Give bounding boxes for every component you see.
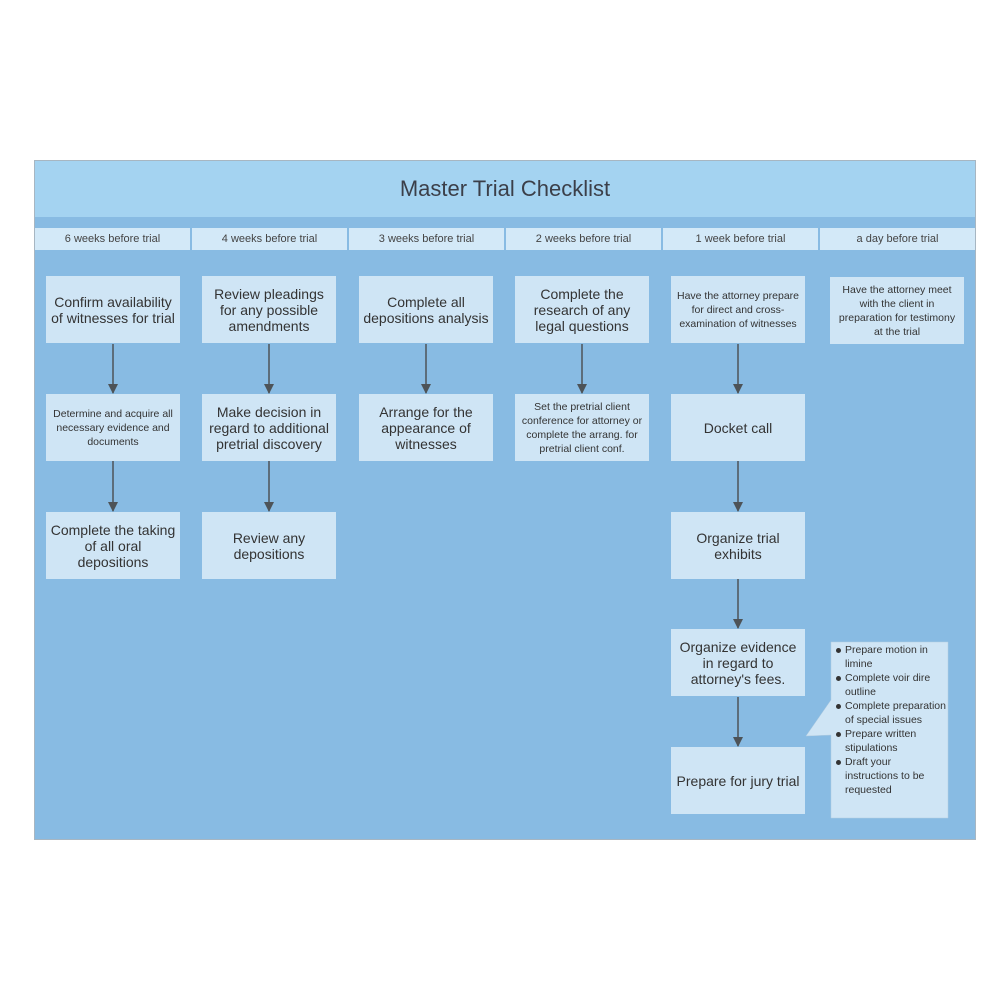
column-header-a-day: a day before trial: [820, 228, 975, 250]
task-client-meeting: Have the attorney meet with the client i…: [830, 277, 964, 344]
diagram-title: Master Trial Checklist: [399, 176, 611, 201]
task-pretrial-discovery: Make decision in regard to additional pr…: [202, 394, 336, 461]
task-organize-fee-evidence: Organize evidence in regard to attorney'…: [671, 629, 805, 696]
column-header-6-weeks: 6 weeks before trial: [35, 228, 190, 250]
task-organize-exhibits: Organize trial exhibits: [671, 512, 805, 579]
callout-item: Complete preparation of special issues: [833, 699, 946, 727]
column-header-2-weeks: 2 weeks before trial: [506, 228, 661, 250]
callout-list: Prepare motion in limine Complete voir d…: [833, 643, 946, 797]
callout-item: Prepare written stipulations: [833, 727, 946, 755]
task-review-pleadings: Review pleadings for any possible amendm…: [202, 276, 336, 343]
task-acquire-evidence: Determine and acquire all necessary evid…: [46, 394, 180, 461]
task-confirm-witnesses: Confirm availability of witnesses for tr…: [46, 276, 180, 343]
callout-item: Complete voir dire outline: [833, 671, 946, 699]
callout-item: Prepare motion in limine: [833, 643, 946, 671]
jury-trial-callout: Prepare motion in limine Complete voir d…: [831, 642, 948, 818]
title-bar: Master Trial Checklist: [35, 161, 975, 217]
task-docket-call: Docket call: [671, 394, 805, 461]
callout-item: Draft your instructions to be requested: [833, 755, 946, 797]
column-header-4-weeks: 4 weeks before trial: [192, 228, 347, 250]
column-header-1-week: 1 week before trial: [663, 228, 818, 250]
task-review-depositions: Review any depositions: [202, 512, 336, 579]
task-depositions-analysis: Complete all depositions analysis: [359, 276, 493, 343]
task-prepare-jury-trial: Prepare for jury trial: [671, 747, 805, 814]
task-legal-research: Complete the research of any legal quest…: [515, 276, 649, 343]
task-attorney-examination-prep: Have the attorney prepare for direct and…: [671, 276, 805, 343]
task-oral-depositions: Complete the taking of all oral depositi…: [46, 512, 180, 579]
task-pretrial-conference: Set the pretrial client conference for a…: [515, 394, 649, 461]
task-arrange-witnesses: Arrange for the appearance of witnesses: [359, 394, 493, 461]
column-header-3-weeks: 3 weeks before trial: [349, 228, 504, 250]
callout-bubble: [805, 641, 949, 819]
